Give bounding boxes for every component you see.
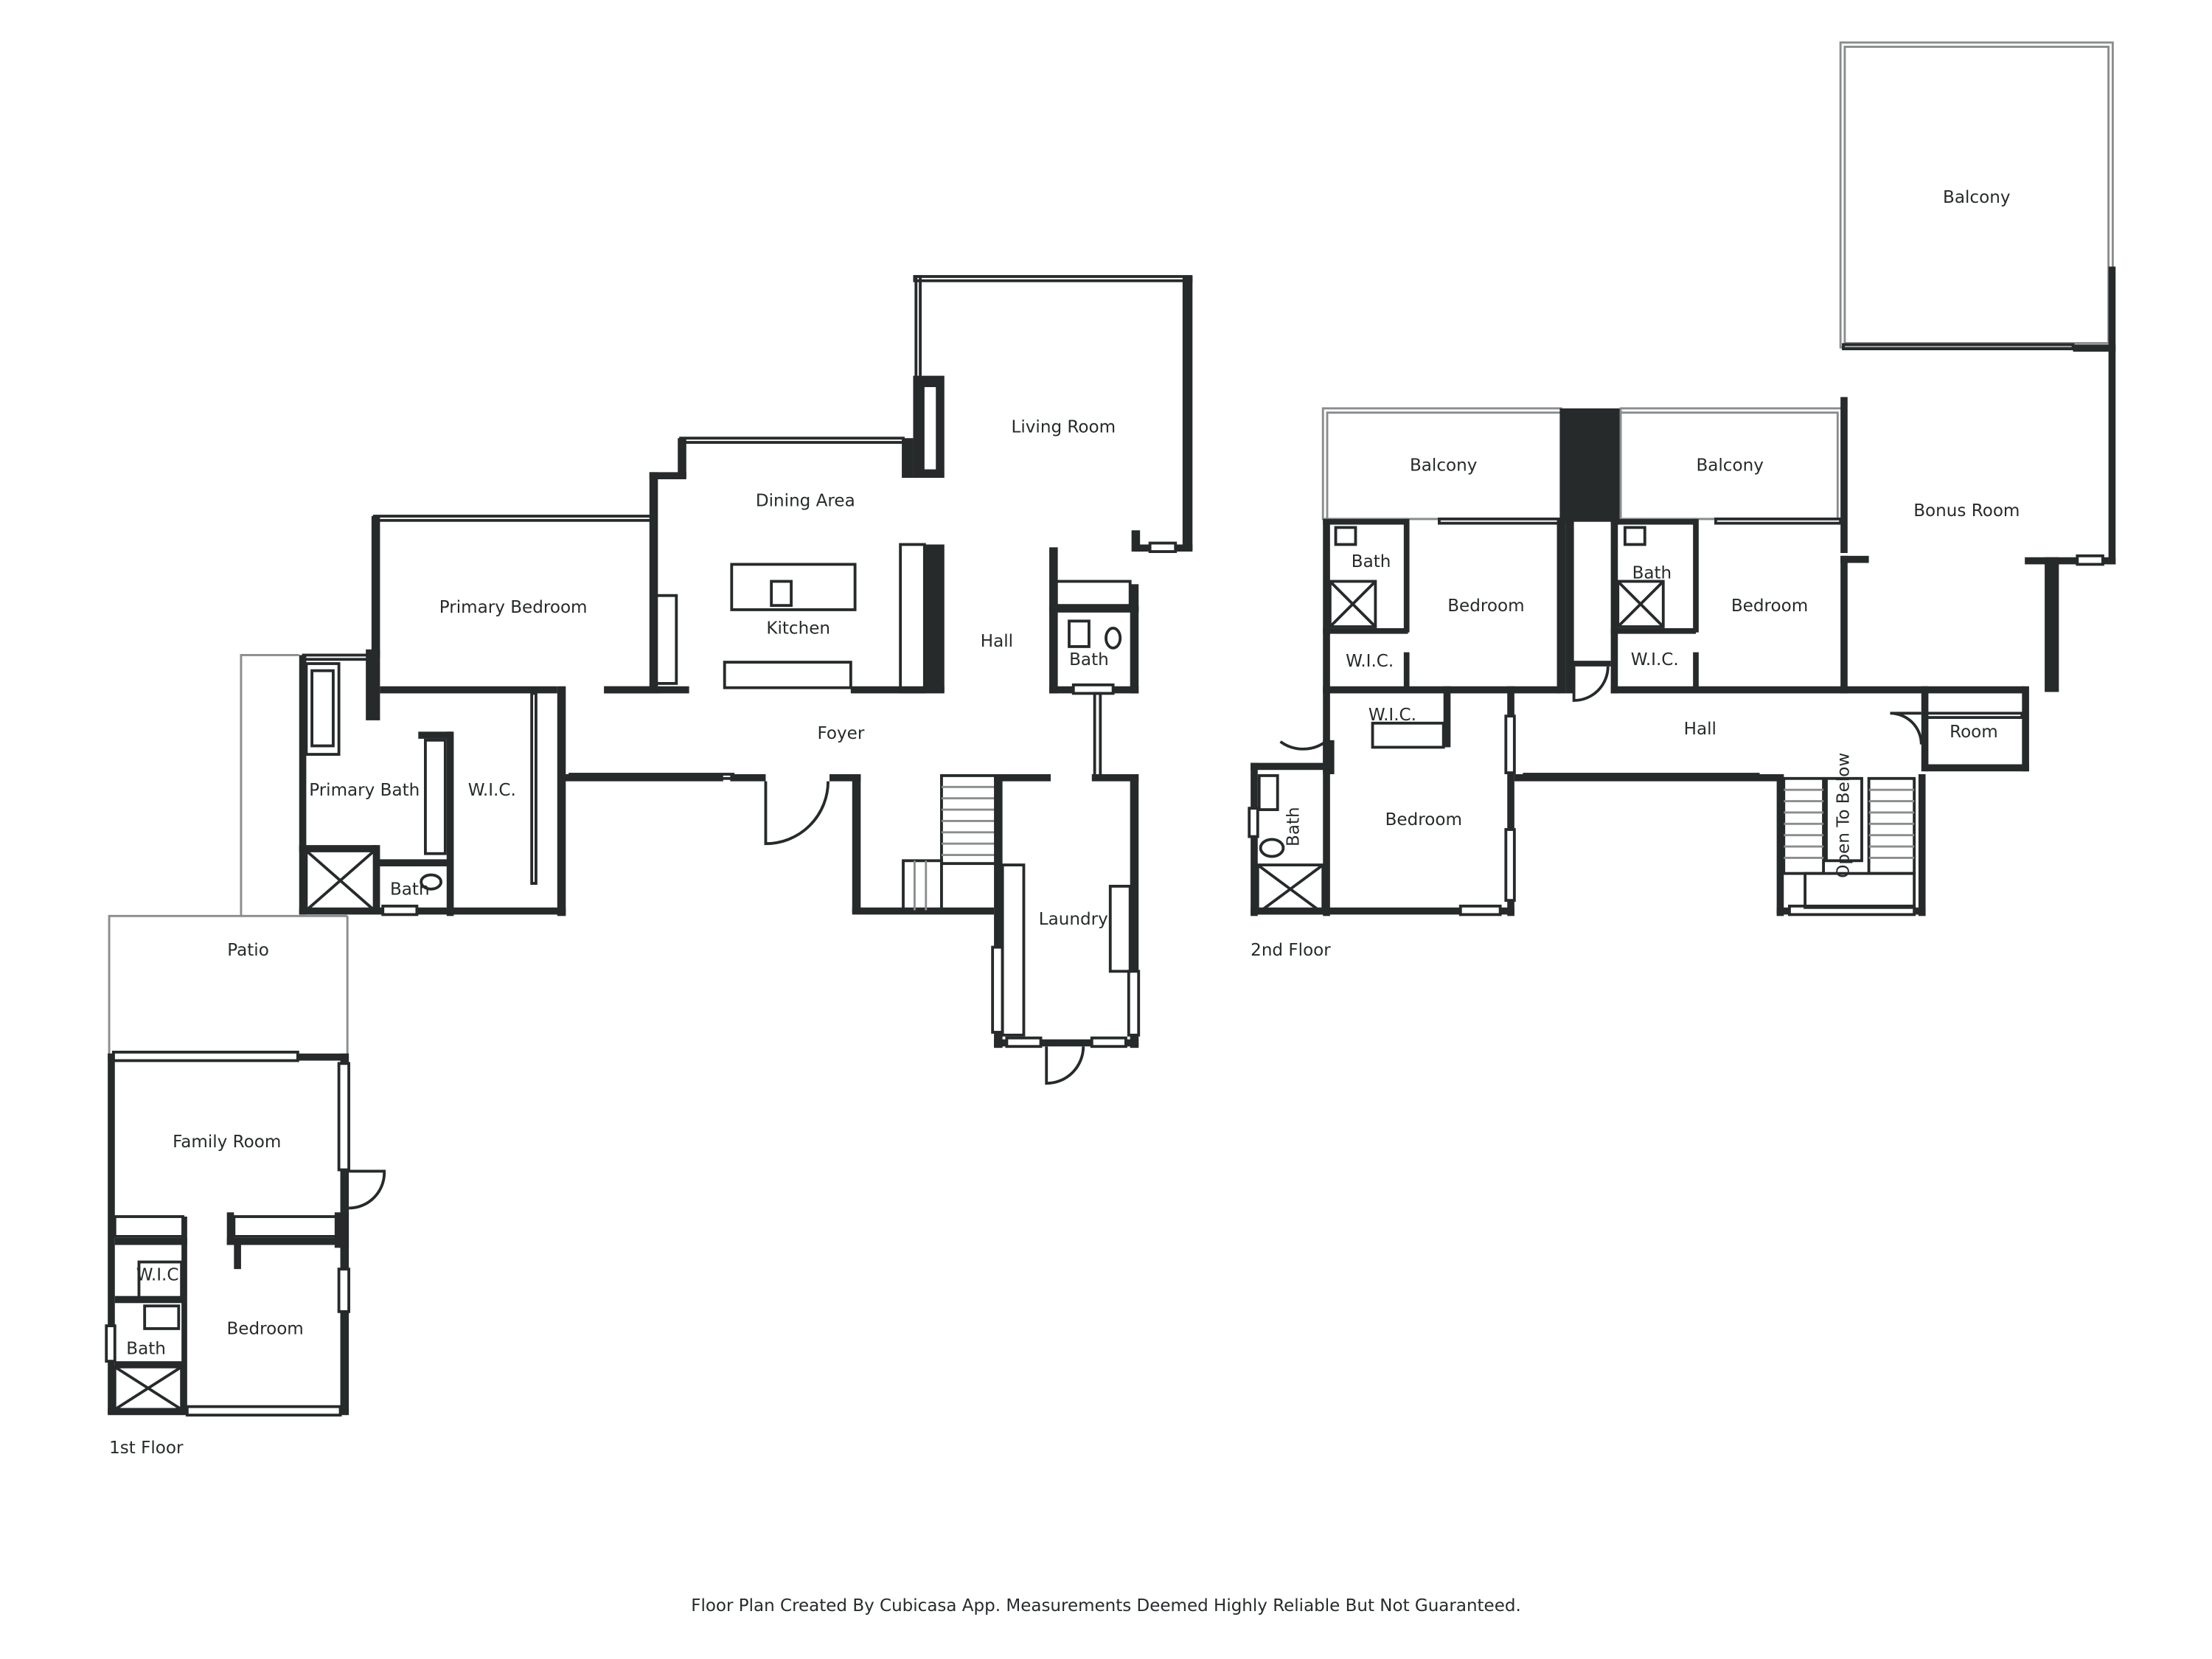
second-floor-plan: Balcony Balcony Balcony Bonus Room Bath …	[1248, 41, 2116, 960]
room-label: Hall	[1684, 720, 1717, 739]
lower-bedroom-walls	[105, 1237, 350, 1417]
room-label: Bedroom	[1731, 597, 1808, 616]
room-label: W.I.C.	[1346, 652, 1394, 671]
primary-bedroom-walls	[366, 515, 661, 720]
room-label: Balcony	[1410, 456, 1477, 475]
room-label: Bath	[390, 880, 430, 899]
room-label: Balcony	[1696, 456, 1763, 475]
room-label: Bath	[1284, 807, 1304, 846]
family-room-walls	[108, 1051, 386, 1414]
room-label: Bedroom	[226, 1320, 303, 1339]
top-balcony-walls	[1839, 41, 2116, 565]
balconies-walls	[1321, 407, 1843, 522]
bedroom-2-walls	[1565, 517, 1848, 702]
first-floor-stairs	[902, 774, 1000, 912]
second-hall-walls	[1279, 686, 2029, 917]
room-label: Hall	[981, 632, 1013, 651]
room-label: W.I.C.	[468, 781, 516, 800]
room-label: W.I.C.	[1631, 650, 1679, 669]
first-floor-plan: Living Room Dining Area Kitchen Hall Bat…	[105, 275, 1193, 1458]
floor-label: 1st Floor	[109, 1439, 184, 1458]
room-label: Dining Area	[756, 492, 855, 511]
room-label: Balcony	[1943, 188, 2010, 207]
room-label: Primary Bedroom	[439, 598, 588, 617]
laundry-walls	[991, 774, 1141, 1085]
room-label: Bath	[1069, 650, 1109, 669]
room-label: Bonus Room	[1913, 501, 2020, 521]
room-label: Room	[1950, 723, 1998, 742]
room-label: Foyer	[817, 724, 864, 743]
room-label: Kitchen	[766, 619, 830, 639]
bedroom-3-walls	[1248, 686, 1516, 917]
room-label: Open To Below	[1834, 753, 1854, 878]
patio-outline	[108, 654, 349, 1057]
room-label: Bedroom	[1385, 810, 1462, 830]
room-label: Family Room	[173, 1133, 281, 1152]
bonus-room-walls	[1840, 397, 2116, 692]
room-label: Primary Bath	[309, 781, 420, 800]
room-label: Laundry	[1039, 910, 1108, 929]
room-label: Bath	[1632, 564, 1672, 583]
dining-kitchen-walls	[604, 437, 945, 694]
second-floor-stairs	[1776, 774, 1926, 917]
primary-bath-walls	[299, 653, 566, 917]
room-label: Patio	[227, 941, 269, 960]
room-label: W.I.C.	[1368, 706, 1416, 725]
hall-bath-walls	[1049, 547, 1139, 695]
room-label: Living Room	[1012, 418, 1116, 437]
room-label: Bath	[1352, 552, 1391, 571]
living-room-walls	[913, 275, 1193, 554]
room-label: Bath	[126, 1340, 166, 1359]
room-label: W.I.C.	[136, 1266, 184, 1285]
footer-disclaimer: Floor Plan Created By Cubicasa App. Meas…	[691, 1596, 1521, 1615]
floor-label: 2nd Floor	[1251, 941, 1331, 960]
room-label: Bedroom	[1447, 597, 1524, 616]
